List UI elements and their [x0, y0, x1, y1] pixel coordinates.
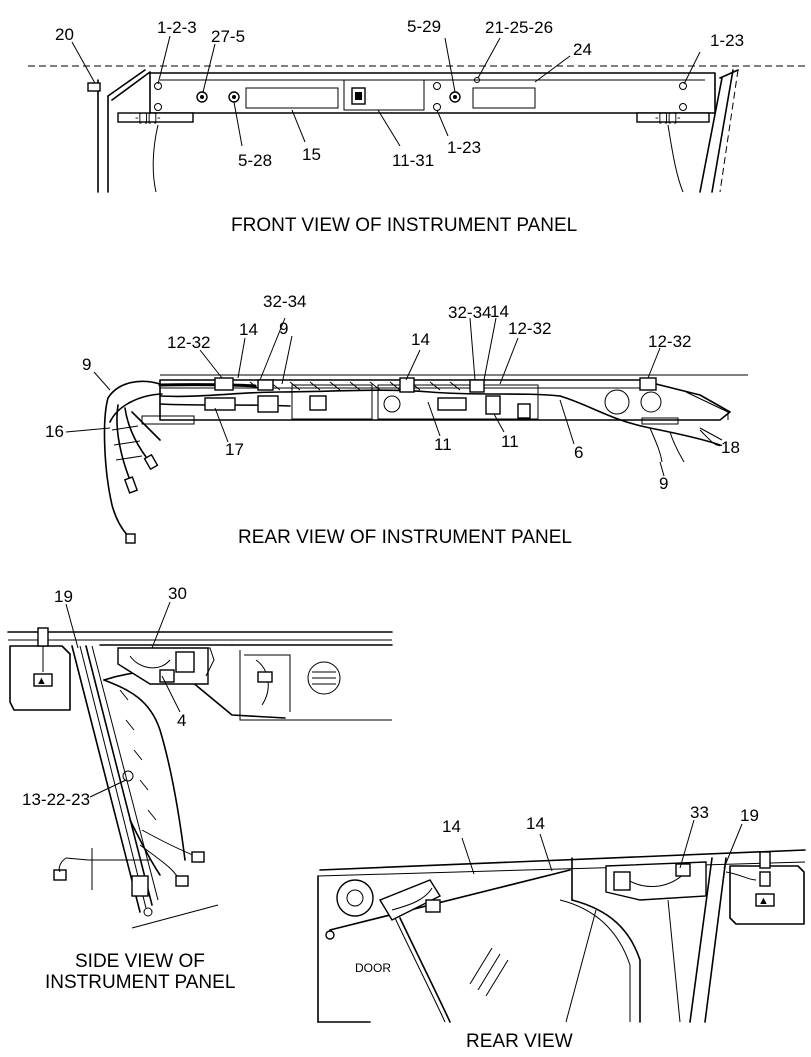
callout-14-mid: 14 — [411, 330, 430, 349]
door-label: DOOR — [355, 961, 391, 975]
side-view-caption-line2: INSTRUMENT PANEL — [45, 972, 235, 993]
callout-27-5: 27-5 — [211, 27, 245, 46]
callout-9-left: 9 — [82, 355, 91, 374]
callout-5-28: 5-28 — [238, 151, 272, 170]
callout-1-2-3: 1-2-3 — [157, 18, 197, 37]
callout-11-31: 11-31 — [392, 151, 434, 170]
callout-17: 17 — [225, 440, 244, 459]
svg-text:▲: ▲ — [758, 895, 769, 907]
rear-view-caption: REAR VIEW — [466, 1031, 573, 1052]
callout-15: 15 — [302, 145, 321, 164]
callout-11-right: 11 — [501, 432, 519, 451]
callout-4: 4 — [177, 711, 186, 730]
callout-19-side: 19 — [54, 587, 73, 606]
side-view-caption-line1: SIDE VIEW OF — [75, 951, 205, 972]
callout-11-left: 11 — [434, 435, 452, 454]
callout-21-25-26: 21-25-26 — [485, 18, 553, 37]
callout-6: 6 — [574, 443, 583, 462]
svg-text:-[ ][ ]-: -[ ][ ]- — [135, 112, 161, 124]
rear-panel-view: 9 12-32 14 32-34 9 16 17 14 32-34 14 12-… — [45, 292, 748, 548]
callout-16: 16 — [45, 422, 64, 441]
callout-24: 24 — [573, 40, 592, 59]
callout-18: 18 — [721, 438, 740, 457]
front-view: -[ ][ ]- -[ ][ ]- 20 1-2-3 — [28, 17, 808, 236]
callout-20: 20 — [55, 25, 74, 44]
callout-12-32-left: 12-32 — [167, 333, 210, 352]
svg-text:▲: ▲ — [36, 675, 47, 687]
rear-view: ▲ 14 14 33 19 DOOR REAR VIEW — [317, 803, 806, 1052]
callout-12-32-right: 12-32 — [648, 332, 691, 351]
callout-14-rear-right: 14 — [526, 814, 545, 833]
callout-1-23: 1-23 — [710, 31, 744, 50]
callout-1-23-lower: 1-23 — [447, 138, 481, 157]
callout-30: 30 — [168, 584, 187, 603]
svg-text:-[ ][ ]-: -[ ][ ]- — [655, 112, 681, 124]
rear-panel-caption: REAR VIEW OF INSTRUMENT PANEL — [238, 527, 572, 548]
callout-19-rear: 19 — [740, 806, 759, 825]
callout-9-upper: 9 — [279, 319, 288, 338]
side-view: ▲ — [7, 584, 393, 993]
callout-14-right: 14 — [490, 302, 509, 321]
callout-5-29: 5-29 — [407, 17, 441, 36]
callout-13-22-23: 13-22-23 — [22, 790, 90, 809]
callout-9-lower: 9 — [659, 474, 668, 493]
callout-12-32-mid: 12-32 — [508, 319, 551, 338]
callout-32-34-mid: 32-34 — [448, 303, 491, 322]
callout-14-rear-left: 14 — [442, 817, 461, 836]
callout-33: 33 — [690, 803, 709, 822]
callout-14-left: 14 — [239, 320, 258, 339]
front-view-caption: FRONT VIEW OF INSTRUMENT PANEL — [231, 215, 577, 236]
callout-32-34-left: 32-34 — [263, 292, 306, 311]
